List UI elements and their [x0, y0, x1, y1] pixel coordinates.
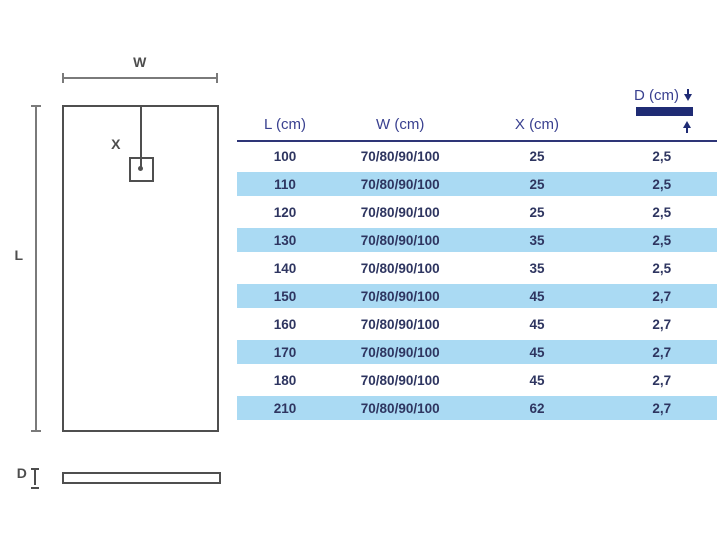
cell-d: 2,7 [652, 400, 672, 416]
cell-x: 45 [529, 316, 545, 332]
cell-x: 35 [529, 232, 545, 248]
cell-l: 160 [273, 316, 297, 332]
cell-d: 2,7 [652, 288, 672, 304]
table-row: 110 70/80/90/100 25 2,5 [237, 170, 717, 198]
cell-d: 2,7 [652, 344, 672, 360]
cell-w: 70/80/90/100 [360, 204, 440, 220]
width-dimension-line [62, 73, 218, 83]
header-w: W (cm) [376, 116, 425, 133]
cell-w: 70/80/90/100 [360, 232, 440, 248]
cell-x: 25 [529, 204, 545, 220]
depth-bar-graphic [635, 107, 693, 116]
cell-x: 25 [529, 148, 545, 164]
drain-center-dot [138, 166, 143, 171]
width-dimension-label: W [133, 54, 147, 70]
cell-d: 2,5 [652, 204, 672, 220]
header-l: L (cm) [264, 116, 306, 133]
header-x: X (cm) [514, 116, 560, 133]
cell-l: 180 [273, 372, 297, 388]
cell-w: 70/80/90/100 [360, 344, 440, 360]
drain-offset-line [140, 105, 142, 169]
table-row: 170 70/80/90/100 45 2,7 [237, 338, 717, 366]
cell-x: 62 [529, 400, 545, 416]
header-d-label: D (cm) [633, 87, 679, 104]
table-row: 210 70/80/90/100 62 2,7 [237, 394, 717, 422]
tray-side-view-outline [62, 472, 221, 484]
cell-x: 25 [529, 176, 545, 192]
depth-down-arrow-icon [683, 89, 693, 102]
length-dimension-line [31, 105, 41, 432]
cell-l: 100 [273, 148, 297, 164]
drain-offset-label: X [111, 136, 121, 152]
table-row: 150 70/80/90/100 45 2,7 [237, 282, 717, 310]
cell-l: 120 [273, 204, 297, 220]
cell-d: 2,5 [652, 176, 672, 192]
cell-l: 150 [273, 288, 297, 304]
table-row: 180 70/80/90/100 45 2,7 [237, 366, 717, 394]
cell-d: 2,5 [652, 232, 672, 248]
cell-w: 70/80/90/100 [360, 176, 440, 192]
length-dimension-label: L [14, 247, 24, 263]
table-header: L (cm) W (cm) X (cm) D (cm) [237, 85, 717, 142]
header-d: D (cm) [607, 85, 717, 133]
table-row: 140 70/80/90/100 35 2,5 [237, 254, 717, 282]
cell-d: 2,5 [652, 148, 672, 164]
cell-w: 70/80/90/100 [360, 148, 440, 164]
cell-w: 70/80/90/100 [360, 372, 440, 388]
cell-l: 170 [273, 344, 297, 360]
depth-dimension-label: D [16, 465, 28, 481]
depth-dimension-marker-icon [31, 468, 39, 489]
header-d-row: D (cm) [634, 87, 693, 104]
cell-w: 70/80/90/100 [360, 288, 440, 304]
table-row: 160 70/80/90/100 45 2,7 [237, 310, 717, 338]
cell-w: 70/80/90/100 [360, 400, 440, 416]
table-row: 100 70/80/90/100 25 2,5 [237, 142, 717, 170]
table-row: 130 70/80/90/100 35 2,5 [237, 226, 717, 254]
cell-w: 70/80/90/100 [360, 260, 440, 276]
cell-l: 210 [273, 400, 297, 416]
depth-up-arrow-icon [682, 120, 692, 133]
cell-d: 2,5 [652, 260, 672, 276]
cell-x: 45 [529, 344, 545, 360]
cell-d: 2,7 [652, 316, 672, 332]
cell-x: 45 [529, 288, 545, 304]
cell-d: 2,7 [652, 372, 672, 388]
cell-w: 70/80/90/100 [360, 316, 440, 332]
cell-l: 140 [273, 260, 297, 276]
cell-l: 110 [274, 176, 296, 192]
cell-x: 45 [529, 372, 545, 388]
table-body: 100 70/80/90/100 25 2,5 110 70/80/90/100 25 2,5… [237, 142, 717, 422]
cell-l: 130 [273, 232, 297, 248]
table-row: 120 70/80/90/100 25 2,5 [237, 198, 717, 226]
cell-x: 35 [529, 260, 545, 276]
